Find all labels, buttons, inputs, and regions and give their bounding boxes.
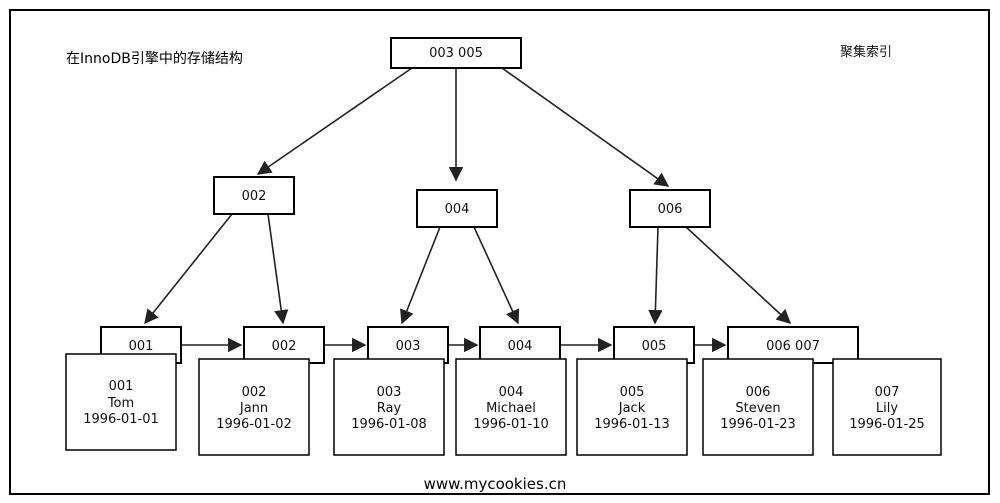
record-name: Steven xyxy=(735,401,780,416)
record-name: Jann xyxy=(239,401,268,416)
leaf-key-label: 004 xyxy=(508,339,533,354)
internal-node-002: 002 xyxy=(213,176,295,215)
leaf-node-003: 003 xyxy=(367,326,449,364)
edge-006-to-leaf-005 xyxy=(648,226,663,325)
record-date: 1996-01-25 xyxy=(849,417,925,432)
edge-006-to-leaf-006-007 xyxy=(685,226,792,324)
edge-002-to-leaf-002 xyxy=(267,213,289,325)
record-id: 004 xyxy=(499,385,524,400)
record-id: 006 xyxy=(746,385,771,400)
internal-node-label: 006 xyxy=(658,202,683,217)
edge-root-to-002 xyxy=(256,67,413,175)
internal-node-004: 004 xyxy=(416,189,498,228)
leaf-node-004: 004 xyxy=(479,326,561,364)
internal-node-006: 006 xyxy=(629,189,711,228)
edge-004-to-leaf-004 xyxy=(473,226,520,325)
record-002: 002 Jann 1996-01-02 xyxy=(198,358,310,456)
record-id: 003 xyxy=(377,385,402,400)
record-001: 001 Tom 1996-01-01 xyxy=(65,353,177,451)
record-004: 004 Michael 1996-01-10 xyxy=(455,358,567,456)
record-007: 007 Lily 1996-01-25 xyxy=(832,358,942,456)
record-name: Ray xyxy=(377,401,402,416)
leaf-node-002: 002 xyxy=(243,326,325,364)
leaf-node-006-007: 006 007 xyxy=(727,326,859,364)
record-date: 1996-01-08 xyxy=(351,417,427,432)
record-date: 1996-01-02 xyxy=(216,417,292,432)
edge-root-to-006 xyxy=(501,67,670,187)
leaf-key-label: 006 007 xyxy=(766,339,820,354)
record-name: Jack xyxy=(618,401,646,416)
root-node: 003 005 xyxy=(390,37,522,69)
record-id: 007 xyxy=(875,385,900,400)
record-date: 1996-01-13 xyxy=(594,417,670,432)
site-footer: www.mycookies.cn xyxy=(424,475,567,493)
record-date: 1996-01-23 xyxy=(720,417,796,432)
leaf-key-label: 001 xyxy=(129,339,154,354)
root-node-label: 003 005 xyxy=(429,46,483,61)
diagram-title: 在InnoDB引擎中的存储结构 xyxy=(66,51,243,67)
internal-node-label: 004 xyxy=(445,202,470,217)
record-003: 003 Ray 1996-01-08 xyxy=(333,358,445,456)
edge-004-to-leaf-003 xyxy=(400,226,441,325)
record-name: Lily xyxy=(876,401,898,416)
tree-edges xyxy=(144,67,792,353)
edge-002-to-leaf-001 xyxy=(144,213,233,325)
record-005: 005 Jack 1996-01-13 xyxy=(576,358,688,456)
record-id: 005 xyxy=(620,385,645,400)
record-date: 1996-01-01 xyxy=(83,412,159,427)
leaf-key-label: 003 xyxy=(396,339,421,354)
diagram-frame xyxy=(9,9,990,495)
record-date: 1996-01-10 xyxy=(473,417,549,432)
index-type-label: 聚集索引 xyxy=(840,44,892,60)
internal-node-label: 002 xyxy=(242,189,267,204)
record-name: Tom xyxy=(107,396,134,411)
record-id: 002 xyxy=(242,385,267,400)
leaf-key-label: 002 xyxy=(272,339,297,354)
leaf-node-005: 005 xyxy=(613,326,695,364)
record-name: Michael xyxy=(486,401,536,416)
record-id: 001 xyxy=(109,379,134,394)
record-006: 006 Steven 1996-01-23 xyxy=(702,358,814,456)
leaf-key-label: 005 xyxy=(642,339,667,354)
